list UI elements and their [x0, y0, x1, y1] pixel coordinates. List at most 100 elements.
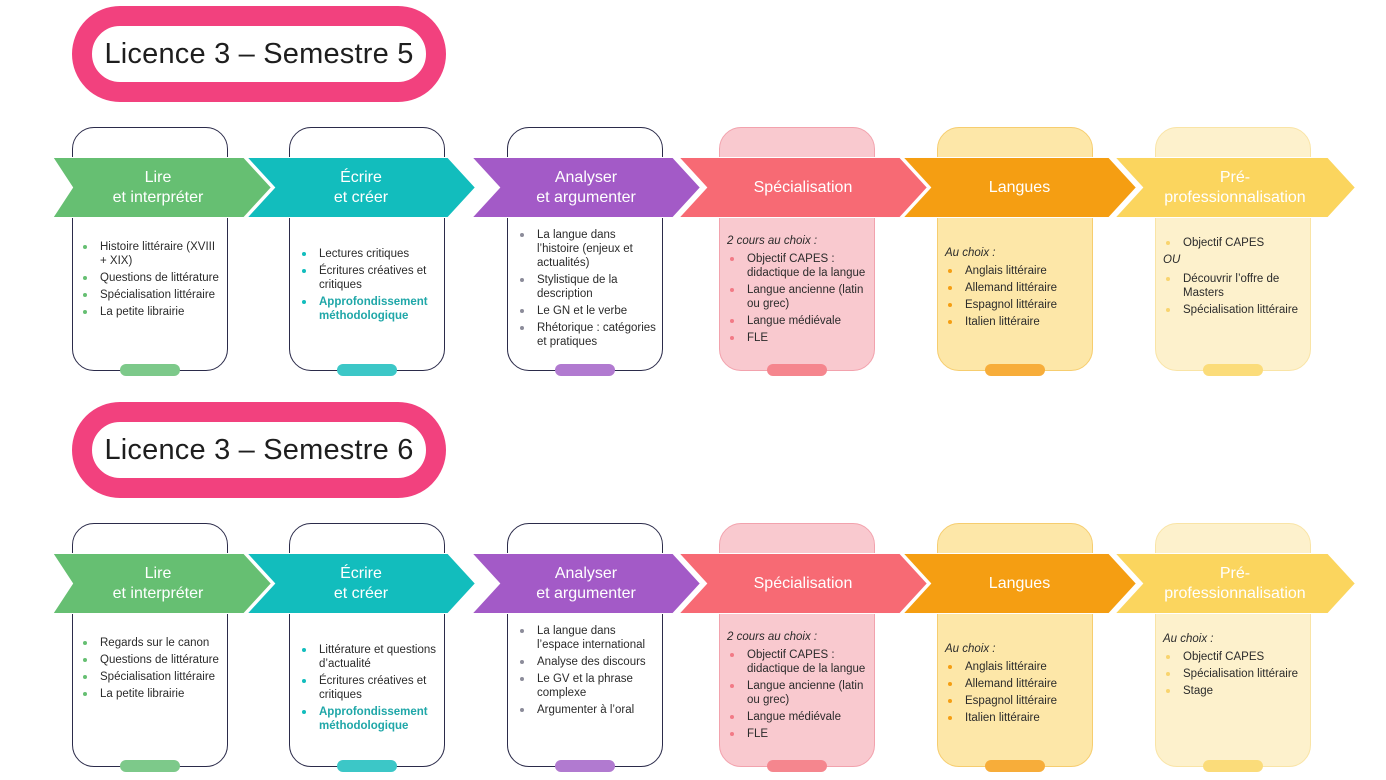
course-item: Allemand littéraire — [945, 281, 1087, 295]
course-item: Écritures créatives et critiques — [299, 264, 441, 292]
card-tab-lire — [120, 364, 180, 376]
course-item: Stage — [1163, 684, 1305, 698]
column-content-analyser: La langue dans l’histoire (enjeux et act… — [517, 228, 659, 352]
card-tab-analyser — [555, 364, 615, 376]
course-item: Langue ancienne (latin ou grec) — [727, 283, 869, 311]
course-item: Objectif CAPES : didactique de la langue — [727, 252, 869, 280]
course-list: Objectif CAPES : didactique de la langue… — [727, 648, 869, 741]
arrow-label: Analyser et argumenter — [536, 564, 636, 602]
semester-title: Licence 3 – Semestre 5 — [72, 6, 446, 102]
course-item: Questions de littérature — [80, 271, 222, 285]
arrow-label: Lire et interpréter — [112, 168, 204, 206]
chevron-shape-langues — [902, 553, 1137, 614]
chevron-specialisation: Spécialisation — [678, 157, 928, 218]
chevron-lire: Lire et interpréter — [52, 157, 272, 218]
chevron-shape-ecrire — [246, 553, 476, 614]
column-intro: Au choix : — [1163, 633, 1214, 645]
course-item: Langue médiévale — [727, 710, 869, 724]
course-item: Spécialisation littéraire — [1163, 667, 1305, 681]
chevron-shape-specialisation — [678, 157, 928, 218]
course-item: Analyse des discours — [517, 655, 659, 669]
arrow-label: Lire et interpréter — [112, 564, 204, 602]
course-item: Le GN et le verbe — [517, 304, 659, 318]
course-item: Lectures critiques — [299, 247, 441, 261]
column-intro: 2 cours au choix : — [727, 631, 818, 643]
card-tab-lire — [120, 760, 180, 772]
course-item: Allemand littéraire — [945, 677, 1087, 691]
chevron-shape-ecrire — [246, 157, 476, 218]
column-intro: Au choix : — [945, 247, 996, 259]
course-item: La langue dans l’espace international — [517, 624, 659, 652]
course-item: La petite librairie — [80, 687, 222, 701]
column-intro: Au choix : — [945, 643, 996, 655]
course-item: Spécialisation littéraire — [80, 288, 222, 302]
course-item: Regards sur le canon — [80, 636, 222, 650]
card-tab-preprofessionnalisation — [1203, 760, 1263, 772]
course-item: La langue dans l’histoire (enjeux et act… — [517, 228, 659, 270]
card-tab-analyser — [555, 760, 615, 772]
semester-section: Licence 3 – Semestre 5 Lire et interpréte… — [52, 6, 1356, 376]
course-item: La petite librairie — [80, 305, 222, 319]
column-intro: 2 cours au choix : — [727, 235, 818, 247]
course-list: Histoire littéraire (XVIII + XIX)Questio… — [80, 240, 222, 319]
arrow-label: Langues — [988, 178, 1051, 196]
course-item: Rhétorique : catégories et pratiques — [517, 321, 659, 349]
course-item: Anglais littéraire — [945, 264, 1087, 278]
course-item: Italien littéraire — [945, 315, 1087, 329]
chevron-lire: Lire et interpréter — [52, 553, 272, 614]
column-content-lire: Histoire littéraire (XVIII + XIX)Questio… — [80, 240, 222, 322]
course-item: Questions de littérature — [80, 653, 222, 667]
card-tab-ecrire — [337, 364, 397, 376]
course-item: Italien littéraire — [945, 711, 1087, 725]
chevron-preprofessionnalisation: Pré- professionnalisation — [1114, 157, 1356, 218]
course-item: Objectif CAPES : didactique de la langue — [727, 648, 869, 676]
course-item: Approfondissement méthodologique — [299, 705, 441, 733]
card-tab-specialisation — [767, 760, 827, 772]
course-item: Écritures créatives et critiques — [299, 674, 441, 702]
column-content-specialisation: 2 cours au choix : Objectif CAPES : didac… — [727, 234, 869, 348]
chevron-shape-analyser — [471, 553, 701, 614]
chevron-langues: Langues — [902, 157, 1137, 218]
arrow-label: Pré- professionnalisation — [1164, 168, 1306, 206]
column-content-preprofessionnalisation: Au choix : Objectif CAPES Spécialisation l… — [1163, 632, 1305, 701]
chevron-analyser: Analyser et argumenter — [471, 157, 701, 218]
course-list: Objectif CAPES : didactique de la langue… — [727, 252, 869, 345]
course-list: Objectif CAPES — [1163, 236, 1305, 250]
course-item: FLE — [727, 331, 869, 345]
chevron-shape-analyser — [471, 157, 701, 218]
chevron-shape-langues — [902, 157, 1137, 218]
column-content-specialisation: 2 cours au choix : Objectif CAPES : didac… — [727, 630, 869, 744]
arrow-label: Langues — [988, 574, 1051, 592]
chevron-shape-lire — [52, 553, 272, 614]
chevron-langues: Langues — [902, 553, 1137, 614]
course-item: Objectif CAPES — [1163, 650, 1305, 664]
arrow-label: Écrire et créer — [333, 564, 389, 602]
course-item: Littérature et questions d’actualité — [299, 643, 441, 671]
course-item: Langue ancienne (latin ou grec) — [727, 679, 869, 707]
course-item: Approfondissement méthodologique — [299, 295, 441, 323]
card-tab-preprofessionnalisation — [1203, 364, 1263, 376]
arrow-label: Analyser et argumenter — [536, 168, 636, 206]
chevron-shape-lire — [52, 157, 272, 218]
course-item: Stylistique de la description — [517, 273, 659, 301]
course-item: Espagnol littéraire — [945, 694, 1087, 708]
course-item: Spécialisation littéraire — [1163, 303, 1305, 317]
course-item: Découvrir l’offre de Masters — [1163, 272, 1305, 300]
card-tab-specialisation — [767, 364, 827, 376]
course-item: Argumenter à l’oral — [517, 703, 659, 717]
card-tab-langues — [985, 760, 1045, 772]
column-separator: OU — [1163, 254, 1181, 266]
chevron-ecrire: Écrire et créer — [246, 157, 476, 218]
